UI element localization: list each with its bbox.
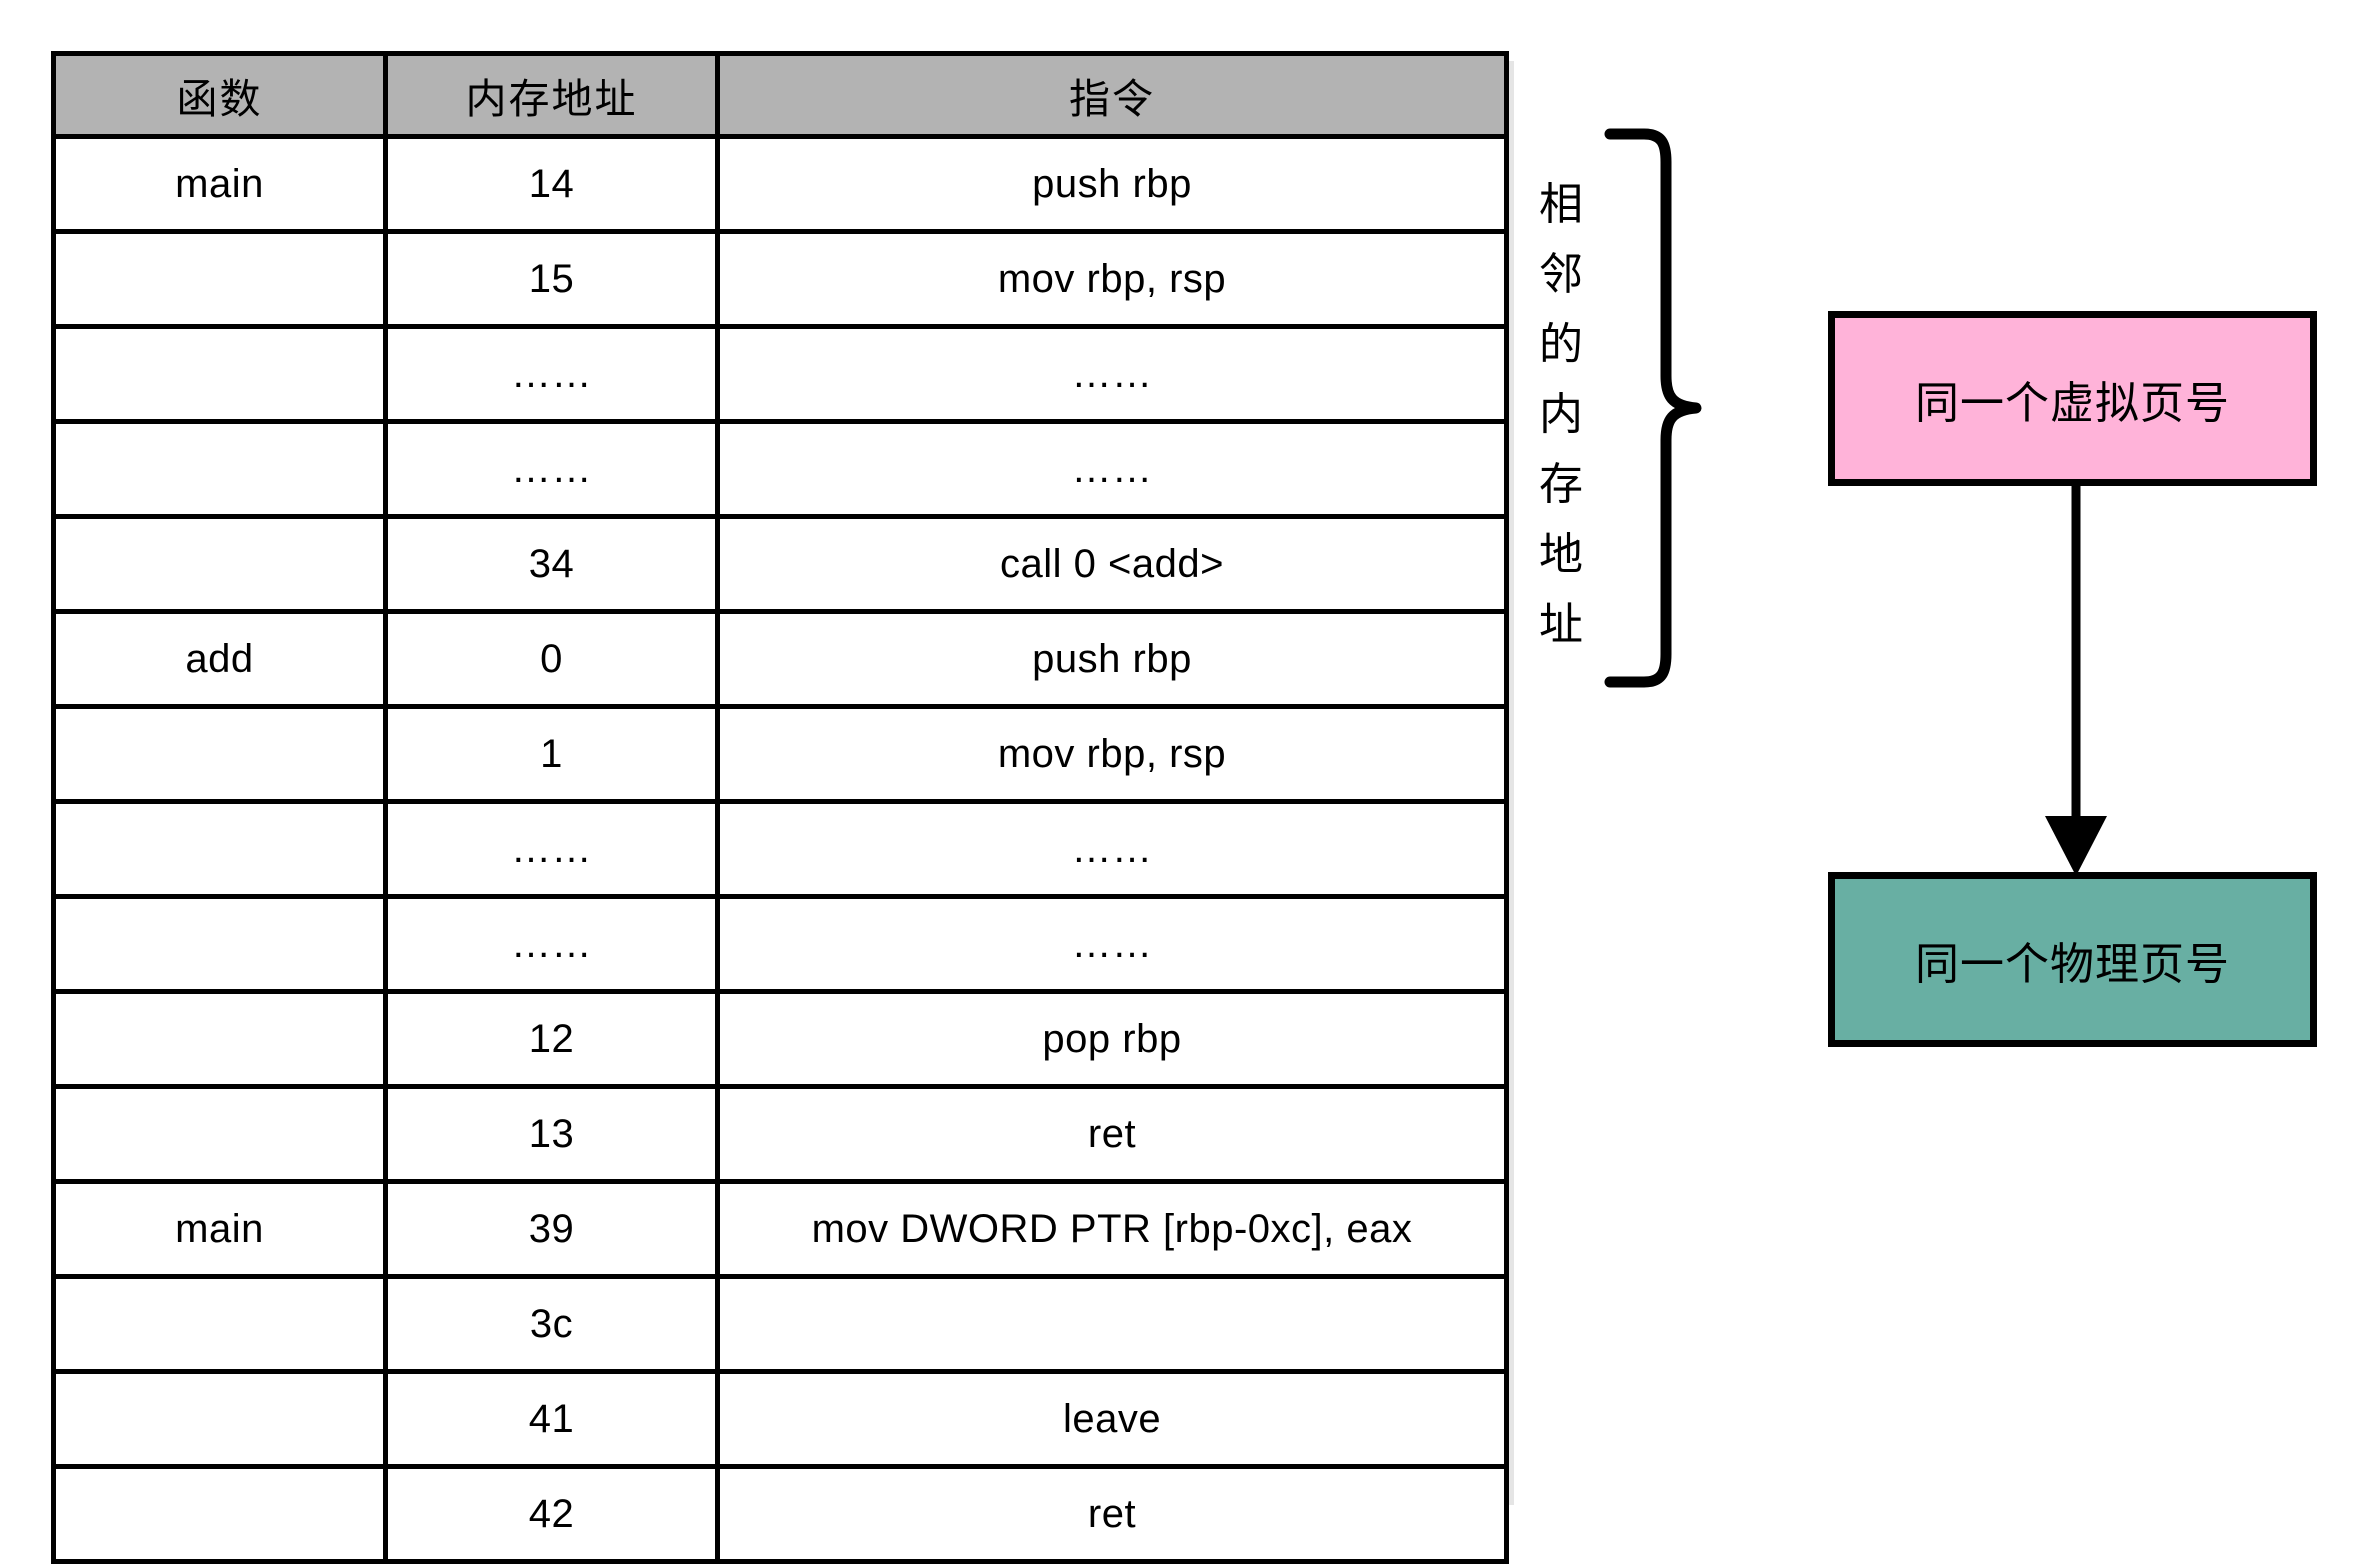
cell-address: 34 (383, 514, 720, 614)
cell-function (51, 894, 388, 994)
cell-address: 39 (383, 1179, 720, 1279)
cell-address: 15 (383, 229, 720, 329)
table-row: …… …… (51, 799, 1509, 899)
cell-function (51, 1464, 388, 1564)
cell-instruction: mov rbp, rsp (715, 229, 1509, 329)
cell-address: 12 (383, 989, 720, 1089)
cell-function: add (51, 609, 388, 709)
brace-label-char: 的 (1539, 319, 1583, 370)
column-header-memory-address: 内存地址 (383, 51, 720, 139)
cell-function: main (51, 134, 388, 234)
cell-instruction: mov rbp, rsp (715, 704, 1509, 804)
cell-instruction: mov DWORD PTR [rbp-0xc], eax (715, 1179, 1509, 1279)
cell-instruction (715, 1274, 1509, 1374)
cell-function (51, 1084, 388, 1184)
cell-instruction: ret (715, 1464, 1509, 1564)
brace-label-char: 相 (1539, 179, 1583, 230)
cell-instruction: …… (715, 324, 1509, 424)
brace-label-char: 存 (1539, 459, 1583, 510)
cell-instruction: …… (715, 894, 1509, 994)
cell-instruction: leave (715, 1369, 1509, 1469)
cell-address: 3c (383, 1274, 720, 1374)
table-row: add 0 push rbp (51, 609, 1509, 709)
cell-instruction: ret (715, 1084, 1509, 1184)
table-row: 12 pop rbp (51, 989, 1509, 1089)
cell-address: 14 (383, 134, 720, 234)
cell-address: 0 (383, 609, 720, 709)
contiguous-address-annotation: 相 邻 的 内 存 地 址 (1530, 128, 1720, 688)
cell-function (51, 1369, 388, 1469)
cell-address: 13 (383, 1084, 720, 1184)
cell-address: 41 (383, 1369, 720, 1469)
brace-label-vertical: 相 邻 的 内 存 地 址 (1530, 170, 1592, 660)
cell-address: …… (383, 894, 720, 994)
brace-label-char: 址 (1539, 599, 1583, 650)
cell-instruction: push rbp (715, 134, 1509, 234)
brace-label-char: 内 (1539, 389, 1583, 440)
cell-function (51, 514, 388, 614)
table-header-row: 函数 内存地址 指令 (51, 51, 1509, 139)
cell-address: 42 (383, 1464, 720, 1564)
column-header-function: 函数 (51, 51, 388, 139)
brace-label-char: 地 (1539, 529, 1583, 580)
table-row: 13 ret (51, 1084, 1509, 1184)
cell-function: main (51, 1179, 388, 1279)
table-row: 41 leave (51, 1369, 1509, 1469)
table-row: …… …… (51, 894, 1509, 994)
curly-brace-icon (1604, 128, 1702, 688)
table-row: 3c (51, 1274, 1509, 1374)
cell-address: …… (383, 419, 720, 519)
table-row: 1 mov rbp, rsp (51, 704, 1509, 804)
table-row: 34 call 0 <add> (51, 514, 1509, 614)
assembly-table: 函数 内存地址 指令 main 14 push rbp 15 mov rbp, … (51, 51, 1509, 1564)
virtual-page-number-box: 同一个虚拟页号 (1828, 311, 2317, 486)
table-header: 函数 内存地址 指令 (51, 51, 1509, 139)
table-row: 15 mov rbp, rsp (51, 229, 1509, 329)
table-row: 42 ret (51, 1464, 1509, 1564)
cell-address: …… (383, 799, 720, 899)
brace-label-char: 邻 (1539, 249, 1583, 300)
virtual-page-number-label: 同一个虚拟页号 (1915, 377, 2230, 429)
physical-page-number-label: 同一个物理页号 (1915, 938, 2230, 990)
cell-instruction: pop rbp (715, 989, 1509, 1089)
column-header-instruction: 指令 (715, 51, 1509, 139)
table-row: main 14 push rbp (51, 134, 1509, 234)
cell-function (51, 799, 388, 899)
cell-function (51, 419, 388, 519)
cell-instruction: …… (715, 419, 1509, 519)
cell-address: …… (383, 324, 720, 424)
cell-instruction: call 0 <add> (715, 514, 1509, 614)
table-row: …… …… (51, 419, 1509, 519)
cell-function (51, 1274, 388, 1374)
cell-instruction: …… (715, 799, 1509, 899)
cell-instruction: push rbp (715, 609, 1509, 709)
cell-function (51, 989, 388, 1089)
cell-address: 1 (383, 704, 720, 804)
cell-function (51, 704, 388, 804)
cell-function (51, 324, 388, 424)
table-row: main 39 mov DWORD PTR [rbp-0xc], eax (51, 1179, 1509, 1279)
cell-function (51, 229, 388, 329)
table-body: main 14 push rbp 15 mov rbp, rsp …… …… …… (51, 134, 1509, 1564)
physical-page-number-box: 同一个物理页号 (1828, 872, 2317, 1047)
downward-arrow-icon (2045, 480, 2107, 876)
assembly-table-container: 函数 内存地址 指令 main 14 push rbp 15 mov rbp, … (51, 51, 1509, 1564)
table-row: …… …… (51, 324, 1509, 424)
